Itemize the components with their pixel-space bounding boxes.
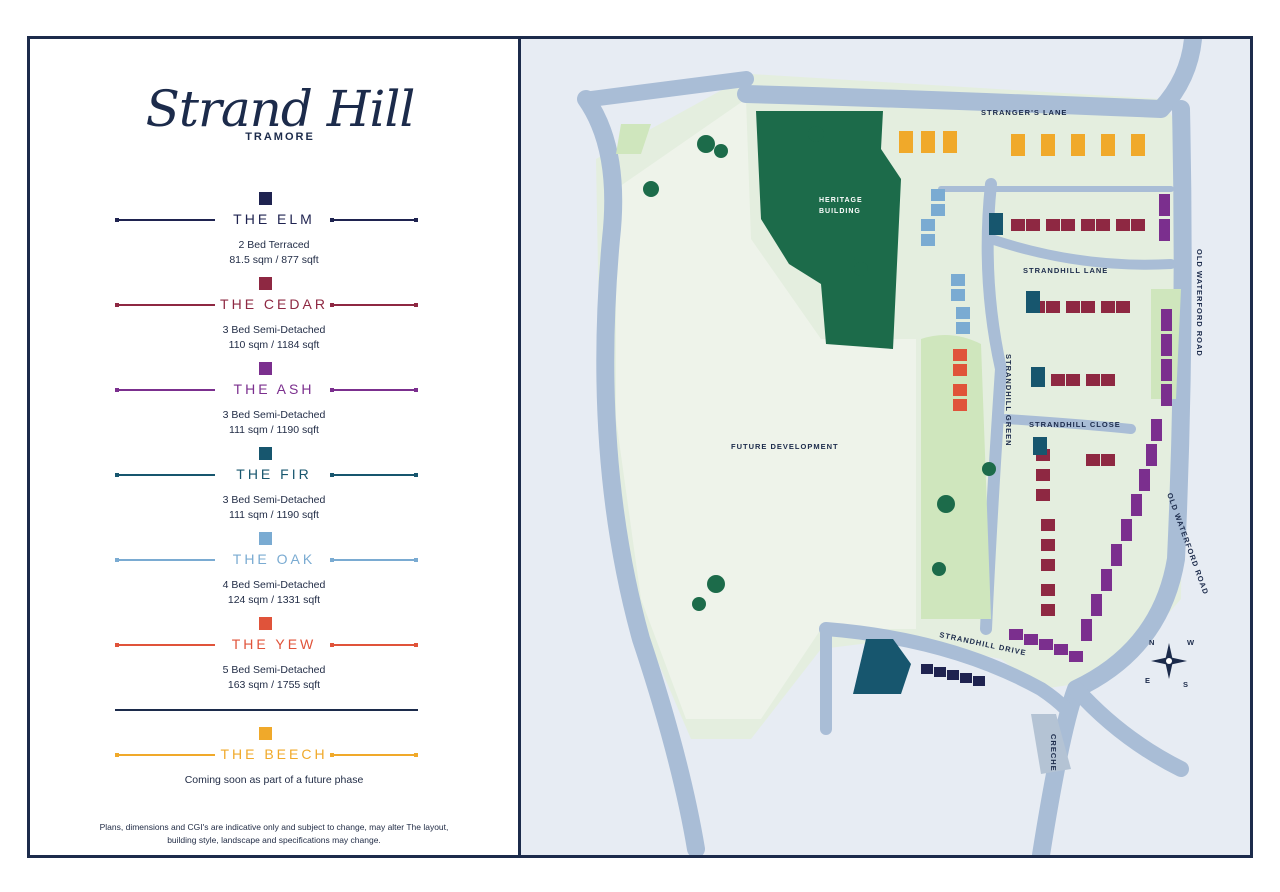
house-size: 124 sqm / 1331 sqft	[227, 594, 321, 606]
compass-n: N	[1149, 638, 1155, 647]
plots-beech	[899, 131, 1145, 156]
label-old-waterford-road-a: OLD WATERFORD ROAD	[1195, 249, 1204, 357]
plots-ash	[1009, 194, 1172, 662]
legend-panel: Strand Hill TRAMORE THE ELM 2 Bed Terrace…	[30, 39, 518, 855]
creche-building	[1031, 714, 1071, 774]
house-rule-left	[115, 303, 215, 307]
label-future-development: FUTURE DEVELOPMENT	[731, 442, 839, 451]
house-description: 5 Bed Semi-Detached	[222, 664, 326, 676]
brand-title: Strand Hill	[145, 80, 416, 138]
house-rule-right	[330, 388, 418, 392]
house-rule-right	[330, 558, 418, 562]
future-development-area	[616, 99, 916, 719]
label-creche: CRECHE	[1049, 734, 1058, 772]
house-description: 4 Bed Semi-Detached	[222, 579, 326, 591]
label-strandhill-lane: STRANDHILL LANE	[1023, 266, 1108, 275]
compass-e: E	[1145, 676, 1151, 685]
house-size: 111 sqm / 1190 sqft	[229, 424, 319, 436]
house-rule-left	[115, 388, 215, 392]
house-name: THE BEECH	[220, 746, 328, 762]
house-name: THE CEDAR	[220, 296, 328, 312]
site-map-svg: N W E S STRANGER'S LANE STRANDHILL LANE …	[577, 39, 1210, 855]
house-size: 163 sqm / 1755 sqft	[227, 679, 321, 691]
heritage-building-area	[756, 111, 901, 349]
house-description: 2 Bed Terraced	[238, 239, 310, 251]
house-rule-right	[330, 473, 418, 477]
plots-cedar	[1011, 219, 1145, 616]
trees	[643, 126, 996, 611]
house-swatch	[259, 532, 272, 545]
house-name: THE ELM	[233, 211, 315, 227]
site-map[interactable]: N W E S STRANGER'S LANE STRANDHILL LANE …	[521, 39, 1250, 855]
compass-rose: N W E S	[1145, 638, 1195, 689]
house-size: 111 sqm / 1190 sqft	[229, 509, 319, 521]
house-swatch	[259, 277, 272, 290]
plots-oak	[921, 189, 970, 334]
house-rule-left	[115, 643, 215, 647]
brand-location: TRAMORE	[245, 131, 315, 143]
house-description: 3 Bed Semi-Detached	[222, 324, 326, 336]
page-frame	[27, 36, 1253, 858]
disclaimer: Plans, dimensions and CGI's are indicati…	[99, 822, 449, 845]
house-rule-right	[330, 753, 418, 757]
brand-logo: Strand Hill TRAMORE	[130, 79, 430, 143]
house-description: 3 Bed Semi-Detached	[222, 409, 326, 421]
plots-elm	[921, 664, 985, 686]
house-rule-right	[330, 643, 418, 647]
house-rule-left	[115, 218, 215, 222]
house-rule-left	[115, 558, 215, 562]
house-rule-right	[330, 218, 418, 222]
house-description: 3 Bed Semi-Detached	[222, 494, 326, 506]
house-description: Coming soon as part of a future phase	[184, 774, 364, 786]
house-swatch	[259, 447, 272, 460]
plots-yew	[953, 349, 967, 411]
house-rule-right	[330, 303, 418, 307]
label-heritage-2: BUILDING	[819, 208, 861, 215]
house-swatch	[259, 362, 272, 375]
label-strangers-lane: STRANGER'S LANE	[981, 108, 1067, 117]
panel-divider	[518, 36, 521, 858]
compass-s: S	[1183, 680, 1189, 689]
house-name: THE OAK	[232, 551, 316, 567]
plots-fir	[853, 213, 1047, 694]
house-name: THE ASH	[233, 381, 315, 397]
house-size: 81.5 sqm / 877 sqft	[229, 254, 319, 266]
label-strandhill-green: STRANDHILL GREEN	[1004, 354, 1013, 447]
label-heritage-1: HERITAGE	[819, 197, 863, 204]
house-name: THE FIR	[236, 466, 312, 482]
road-network	[577, 39, 1202, 855]
label-strandhill-close: STRANDHILL CLOSE	[1029, 420, 1121, 429]
section-rule	[115, 709, 418, 711]
house-swatch	[259, 727, 272, 740]
house-rule-left	[115, 753, 215, 757]
house-name: THE YEW	[231, 636, 317, 652]
house-swatch	[259, 192, 272, 205]
compass-w: W	[1187, 638, 1195, 647]
house-rule-left	[115, 473, 215, 477]
house-size: 110 sqm / 1184 sqft	[228, 339, 320, 351]
house-swatch	[259, 617, 272, 630]
